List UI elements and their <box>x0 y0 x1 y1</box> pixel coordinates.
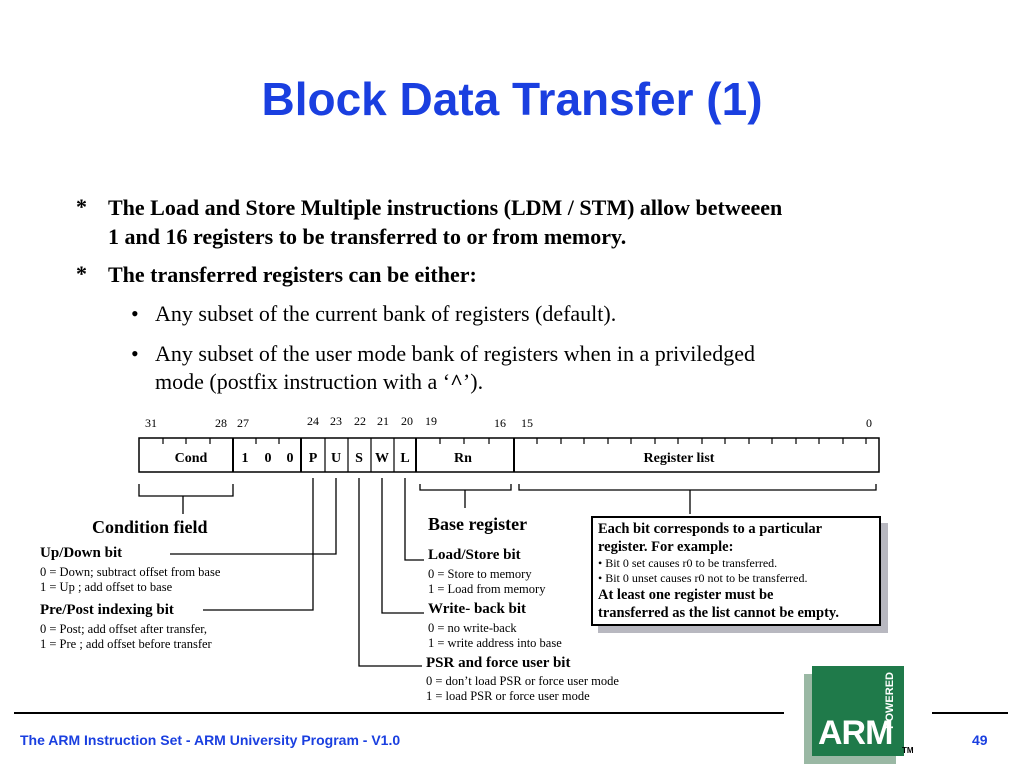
bit-number: 28 <box>215 416 227 430</box>
psr-0: 0 = don’t load PSR or force user mode <box>426 674 619 688</box>
subbullet-2-text-post: ’). <box>462 369 484 394</box>
condition-field-label: Condition field <box>92 517 208 537</box>
subbullet-2-text-pre: mode (postfix instruction with a ‘ <box>155 369 451 394</box>
bullet-1-line-2: 1 and 16 registers to be transferred to … <box>108 224 627 249</box>
field-bit-27: 1 <box>242 451 249 466</box>
footer-rule-right <box>932 712 1008 714</box>
loadstore-0: 0 = Store to memory <box>428 567 532 581</box>
callout-line: • Bit 0 unset causes r0 not to be transf… <box>598 571 808 585</box>
callout-line: register. For example: <box>598 539 734 555</box>
bit-number: 24 <box>307 414 319 428</box>
bullet-marker: * <box>76 194 87 219</box>
bullet-dot: • <box>131 301 139 326</box>
updown-title: Up/Down bit <box>40 545 123 561</box>
page-number: 49 <box>972 732 988 748</box>
loadstore-1: 1 = Load from memory <box>428 582 546 596</box>
prepost-0: 0 = Post; add offset after transfer, <box>40 622 208 636</box>
callout-line: • Bit 0 set causes r0 to be transferred. <box>598 556 778 570</box>
field-bit-25: 0 <box>287 451 294 466</box>
condition-bracket <box>138 484 234 497</box>
rn-bracket <box>419 484 512 491</box>
bit-number: 22 <box>354 414 366 428</box>
field-u: U <box>331 451 341 466</box>
prepost-leader <box>203 478 314 611</box>
writeback-0: 0 = no write-back <box>428 621 517 635</box>
caret-symbol: ^ <box>450 369 463 394</box>
arm-logo: POWERED ARM <box>812 666 904 756</box>
psr-leader <box>358 478 422 667</box>
writeback-1: 1 = write address into base <box>428 636 562 650</box>
bullet-1-line-1: The Load and Store Multiple instructions… <box>108 195 783 220</box>
bit-number: 23 <box>330 414 342 428</box>
writeback-title: Write- back bit <box>428 601 527 617</box>
bullet-dot: • <box>131 341 139 366</box>
footer-rule-left <box>14 712 784 714</box>
prepost-1: 1 = Pre ; add offset before transfer <box>40 637 212 651</box>
bit-tick-marks <box>162 438 867 444</box>
subbullet-2-line-2: mode (postfix instruction with a ‘^’). <box>155 368 483 396</box>
register-list-callout: Each bit corresponds to a particular reg… <box>591 516 881 626</box>
base-register-label: Base register <box>428 514 528 534</box>
field-s: S <box>355 451 363 466</box>
subbullet-2-text: Any subset of the user mode bank of regi… <box>155 341 755 366</box>
prepost-title: Pre/Post indexing bit <box>40 602 174 618</box>
register-list-bracket <box>518 484 877 491</box>
bit-number: 0 <box>866 416 872 430</box>
psr-1: 1 = load PSR or force user mode <box>426 689 590 703</box>
bit-number: 21 <box>377 414 389 428</box>
bit-number: 15 <box>521 416 533 430</box>
slide-title: Block Data Transfer (1) <box>261 73 763 125</box>
subbullet-2: • Any subset of the user mode bank of re… <box>131 340 755 368</box>
bit-number: 31 <box>145 416 157 430</box>
callout-line: transferred as the list cannot be empty. <box>598 605 839 621</box>
field-w: W <box>375 451 389 466</box>
callout-line: Each bit corresponds to a particular <box>598 521 823 537</box>
bullet-2-line-1: The transferred registers can be either: <box>108 262 477 287</box>
logo-arm-text: ARM <box>818 714 893 752</box>
bit-number: 27 <box>237 416 249 430</box>
field-bit-26: 0 <box>265 451 272 466</box>
updown-1: 1 = Up ; add offset to base <box>40 580 173 594</box>
subbullet-1-text: Any subset of the current bank of regist… <box>155 301 617 326</box>
loadstore-leader <box>404 478 424 561</box>
instruction-word-box <box>138 437 880 473</box>
psr-title: PSR and force user bit <box>426 655 571 671</box>
field-cond: Cond <box>175 451 208 466</box>
field-register-list: Register list <box>644 451 715 466</box>
logo-trademark: TM <box>902 746 914 755</box>
updown-0: 0 = Down; subtract offset from base <box>40 565 221 579</box>
writeback-leader <box>381 478 424 614</box>
footer-title: The ARM Instruction Set - ARM University… <box>20 732 401 748</box>
updown-leader <box>170 478 337 555</box>
loadstore-title: Load/Store bit <box>428 547 521 563</box>
field-l: L <box>400 451 409 466</box>
field-rn: Rn <box>454 451 472 466</box>
bullet-marker: * <box>76 261 87 286</box>
callout-line: At least one register must be <box>598 587 774 603</box>
bit-number: 16 <box>494 416 506 430</box>
subbullet-1: • Any subset of the current bank of regi… <box>131 300 617 328</box>
bit-number: 20 <box>401 414 413 428</box>
field-p: P <box>309 451 318 466</box>
bit-number: 19 <box>425 414 437 428</box>
